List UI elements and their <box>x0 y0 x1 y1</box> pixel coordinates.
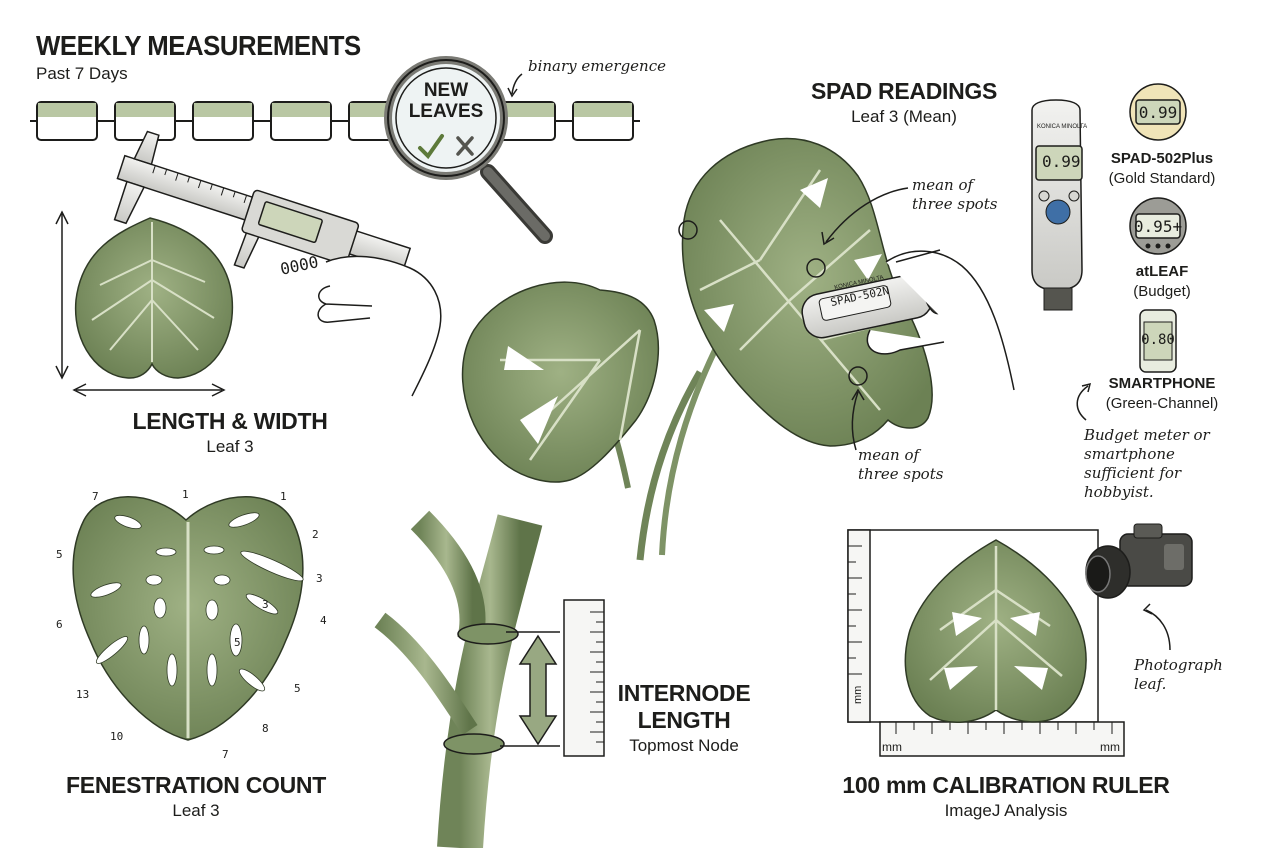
binary-emergence-note: binary emergence <box>528 57 666 75</box>
new-leaves-label-2: LEAVES <box>408 101 484 122</box>
calibration-figure <box>847 529 1125 757</box>
length-width-title: LENGTH & WIDTH <box>132 408 328 434</box>
ruler-unit-right: mm <box>1100 740 1120 754</box>
device-brand: KONICA MINOLTA <box>1037 124 1088 130</box>
calibration-subtitle: ImageJ Analysis <box>944 801 1068 820</box>
spad-title: SPAD READINGS <box>810 78 998 104</box>
camera-icon <box>1085 523 1193 599</box>
caliper <box>113 130 412 273</box>
internode-title-1: INTERNODE <box>617 680 751 706</box>
ruler-vertical <box>563 599 605 757</box>
leaf-3-length-width <box>74 217 234 379</box>
meter-1-reading: 0.99 <box>1138 103 1178 122</box>
week-strip <box>30 101 640 141</box>
magnifier-icon <box>384 56 553 244</box>
fen-label: 10 <box>110 730 124 743</box>
hand-holding-caliper <box>317 255 442 397</box>
hand-holding-probe <box>866 249 1015 391</box>
meter-3-name: SMARTPHONE <box>1108 375 1216 392</box>
internode-figure <box>374 510 605 848</box>
monstera-plant <box>461 137 1015 561</box>
meter-2-desc: (Budget) <box>1133 283 1191 300</box>
photo-note: Photograph leaf. <box>1134 656 1223 693</box>
length-width-figure <box>55 130 442 397</box>
fenestration-title: FENESTRATION COUNT <box>66 772 326 798</box>
new-leaves-label-1: NEW <box>423 80 469 101</box>
fen-label: 4 <box>320 614 327 627</box>
meter-2-name: atLEAF <box>1135 263 1189 280</box>
day-box-7 <box>572 101 634 141</box>
spad-note-top: mean of three spots <box>912 176 998 213</box>
spad-note-bottom: mean of three spots <box>858 446 944 483</box>
day-box-2 <box>114 101 176 141</box>
fen-label: 3 <box>262 598 269 611</box>
fen-label: 7 <box>92 490 99 503</box>
day-box-1 <box>36 101 98 141</box>
fenestration-subtitle: Leaf 3 <box>172 801 220 820</box>
internode-title-2: LENGTH <box>637 707 731 733</box>
fen-label: 3 <box>316 572 323 585</box>
fen-label: 2 <box>312 528 319 541</box>
fen-label: 5 <box>56 548 63 561</box>
fen-label: 5 <box>234 636 241 649</box>
fen-label: 8 <box>262 722 269 735</box>
meter-1-name: SPAD-502Plus <box>1110 150 1214 167</box>
fen-label: 13 <box>76 688 90 701</box>
meter-2-reading: 0.95+ <box>1133 217 1183 236</box>
fen-label: 7 <box>222 748 229 761</box>
calibration-title: 100 mm CALIBRATION RULER <box>842 772 1170 798</box>
ruler-unit-vertical: mm <box>852 685 864 704</box>
spad-spot-3 <box>848 366 868 386</box>
budget-note: Budget meter or smartphone sufficient fo… <box>1084 426 1210 501</box>
chlorophyll-meter-device <box>1031 99 1083 311</box>
fen-label: 1 <box>182 488 189 501</box>
note-arrow <box>511 73 523 95</box>
weekly-title: WEEKLY MEASUREMENTS <box>36 30 361 61</box>
weekly-subtitle: Past 7 Days <box>36 64 128 83</box>
fenestration-figure <box>72 496 304 741</box>
spad-subtitle: Leaf 3 (Mean) <box>851 107 957 126</box>
fen-label: 1 <box>280 490 287 503</box>
ruler-unit-left: mm <box>882 740 902 754</box>
meter-3-reading: 0.80 <box>1141 332 1175 348</box>
left-leaf <box>461 281 660 483</box>
device-reading: 0.99 <box>1042 152 1081 171</box>
fen-label: 5 <box>294 682 301 695</box>
fen-label: 6 <box>56 618 63 631</box>
internode-subtitle: Topmost Node <box>629 736 739 755</box>
ruler-bottom <box>879 721 1125 757</box>
day-box-3 <box>192 101 254 141</box>
meter-3-desc: (Green-Channel) <box>1105 395 1219 412</box>
length-width-subtitle: Leaf 3 <box>206 437 254 456</box>
spad-spot-2 <box>806 258 826 278</box>
meter-1-desc: (Gold Standard) <box>1108 170 1216 187</box>
large-leaf <box>681 137 933 447</box>
spad-spot-1 <box>678 220 698 240</box>
day-box-4 <box>270 101 332 141</box>
internode-arrow <box>518 634 558 746</box>
